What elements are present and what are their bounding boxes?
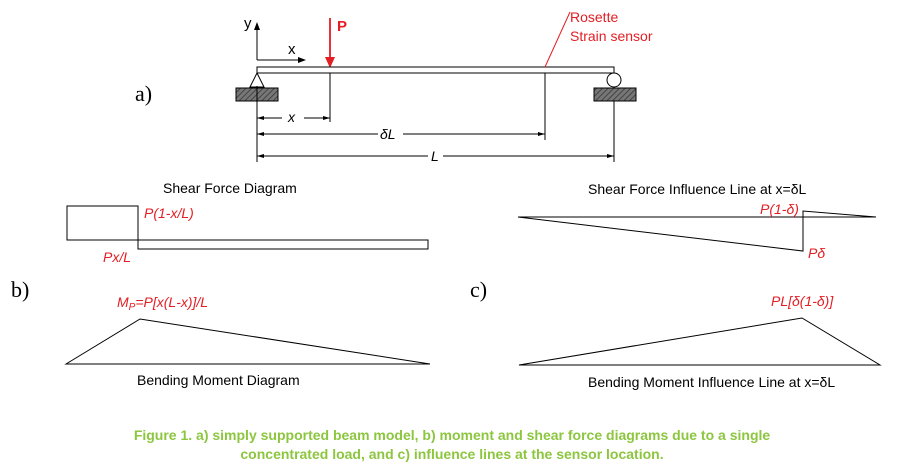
moment-diagram-shape: [64, 318, 431, 365]
roller-support: [593, 72, 637, 102]
sensor-label-line1: Rosette: [570, 9, 618, 25]
moment-diagram-title: Bending Moment Diagram: [137, 372, 300, 388]
panel-label-c: c): [470, 277, 487, 302]
shear-negative-label: Px/L: [103, 249, 131, 265]
moment-peak-label: MP=P[x(L-x)]/L: [117, 294, 208, 313]
shear-diagram-shape: [66, 205, 429, 250]
shear-diagram-title: Shear Force Diagram: [163, 180, 297, 196]
moment-peak-sub: P: [129, 302, 136, 313]
shear-influence-shape: [517, 210, 877, 252]
moment-peak-main: M: [117, 294, 129, 310]
load-label: P: [337, 18, 347, 35]
shear-positive-label: P(1-x/L): [144, 205, 194, 221]
dim-x-label: x: [287, 109, 296, 125]
shear-influence-positive-label: P(1-δ): [760, 201, 799, 217]
beam: [256, 66, 615, 74]
shear-influence-title: Shear Force Influence Line at x=δL: [588, 181, 807, 197]
shear-influence-negative-label: Pδ: [808, 245, 825, 261]
caption-line-1: Figure 1. a) simply supported beam model…: [133, 427, 771, 443]
axis-y-label: y: [244, 15, 252, 32]
moment-peak-rest: =P[x(L-x)]/L: [135, 294, 208, 310]
sensor-label-line2: Strain sensor: [570, 28, 653, 44]
dimension-arrows: [257, 116, 614, 158]
axis-x-label: x: [288, 41, 296, 58]
load-arrow: [325, 18, 335, 68]
moment-influence-peak-label: PL[δ(1-δ)]: [771, 293, 834, 309]
panel-label-b: b): [11, 277, 29, 302]
panel-label-a: a): [135, 81, 152, 106]
moment-influence-title: Bending Moment Influence Line at x=δL: [588, 374, 835, 390]
coordinate-axes: [254, 22, 306, 63]
dim-dl-label: δL: [380, 126, 396, 142]
dim-l-label: L: [431, 148, 439, 164]
moment-influence-shape: [518, 317, 882, 366]
sensor-leader: [544, 11, 571, 68]
caption-line-2: concentrated load, and c) influence line…: [240, 446, 664, 462]
